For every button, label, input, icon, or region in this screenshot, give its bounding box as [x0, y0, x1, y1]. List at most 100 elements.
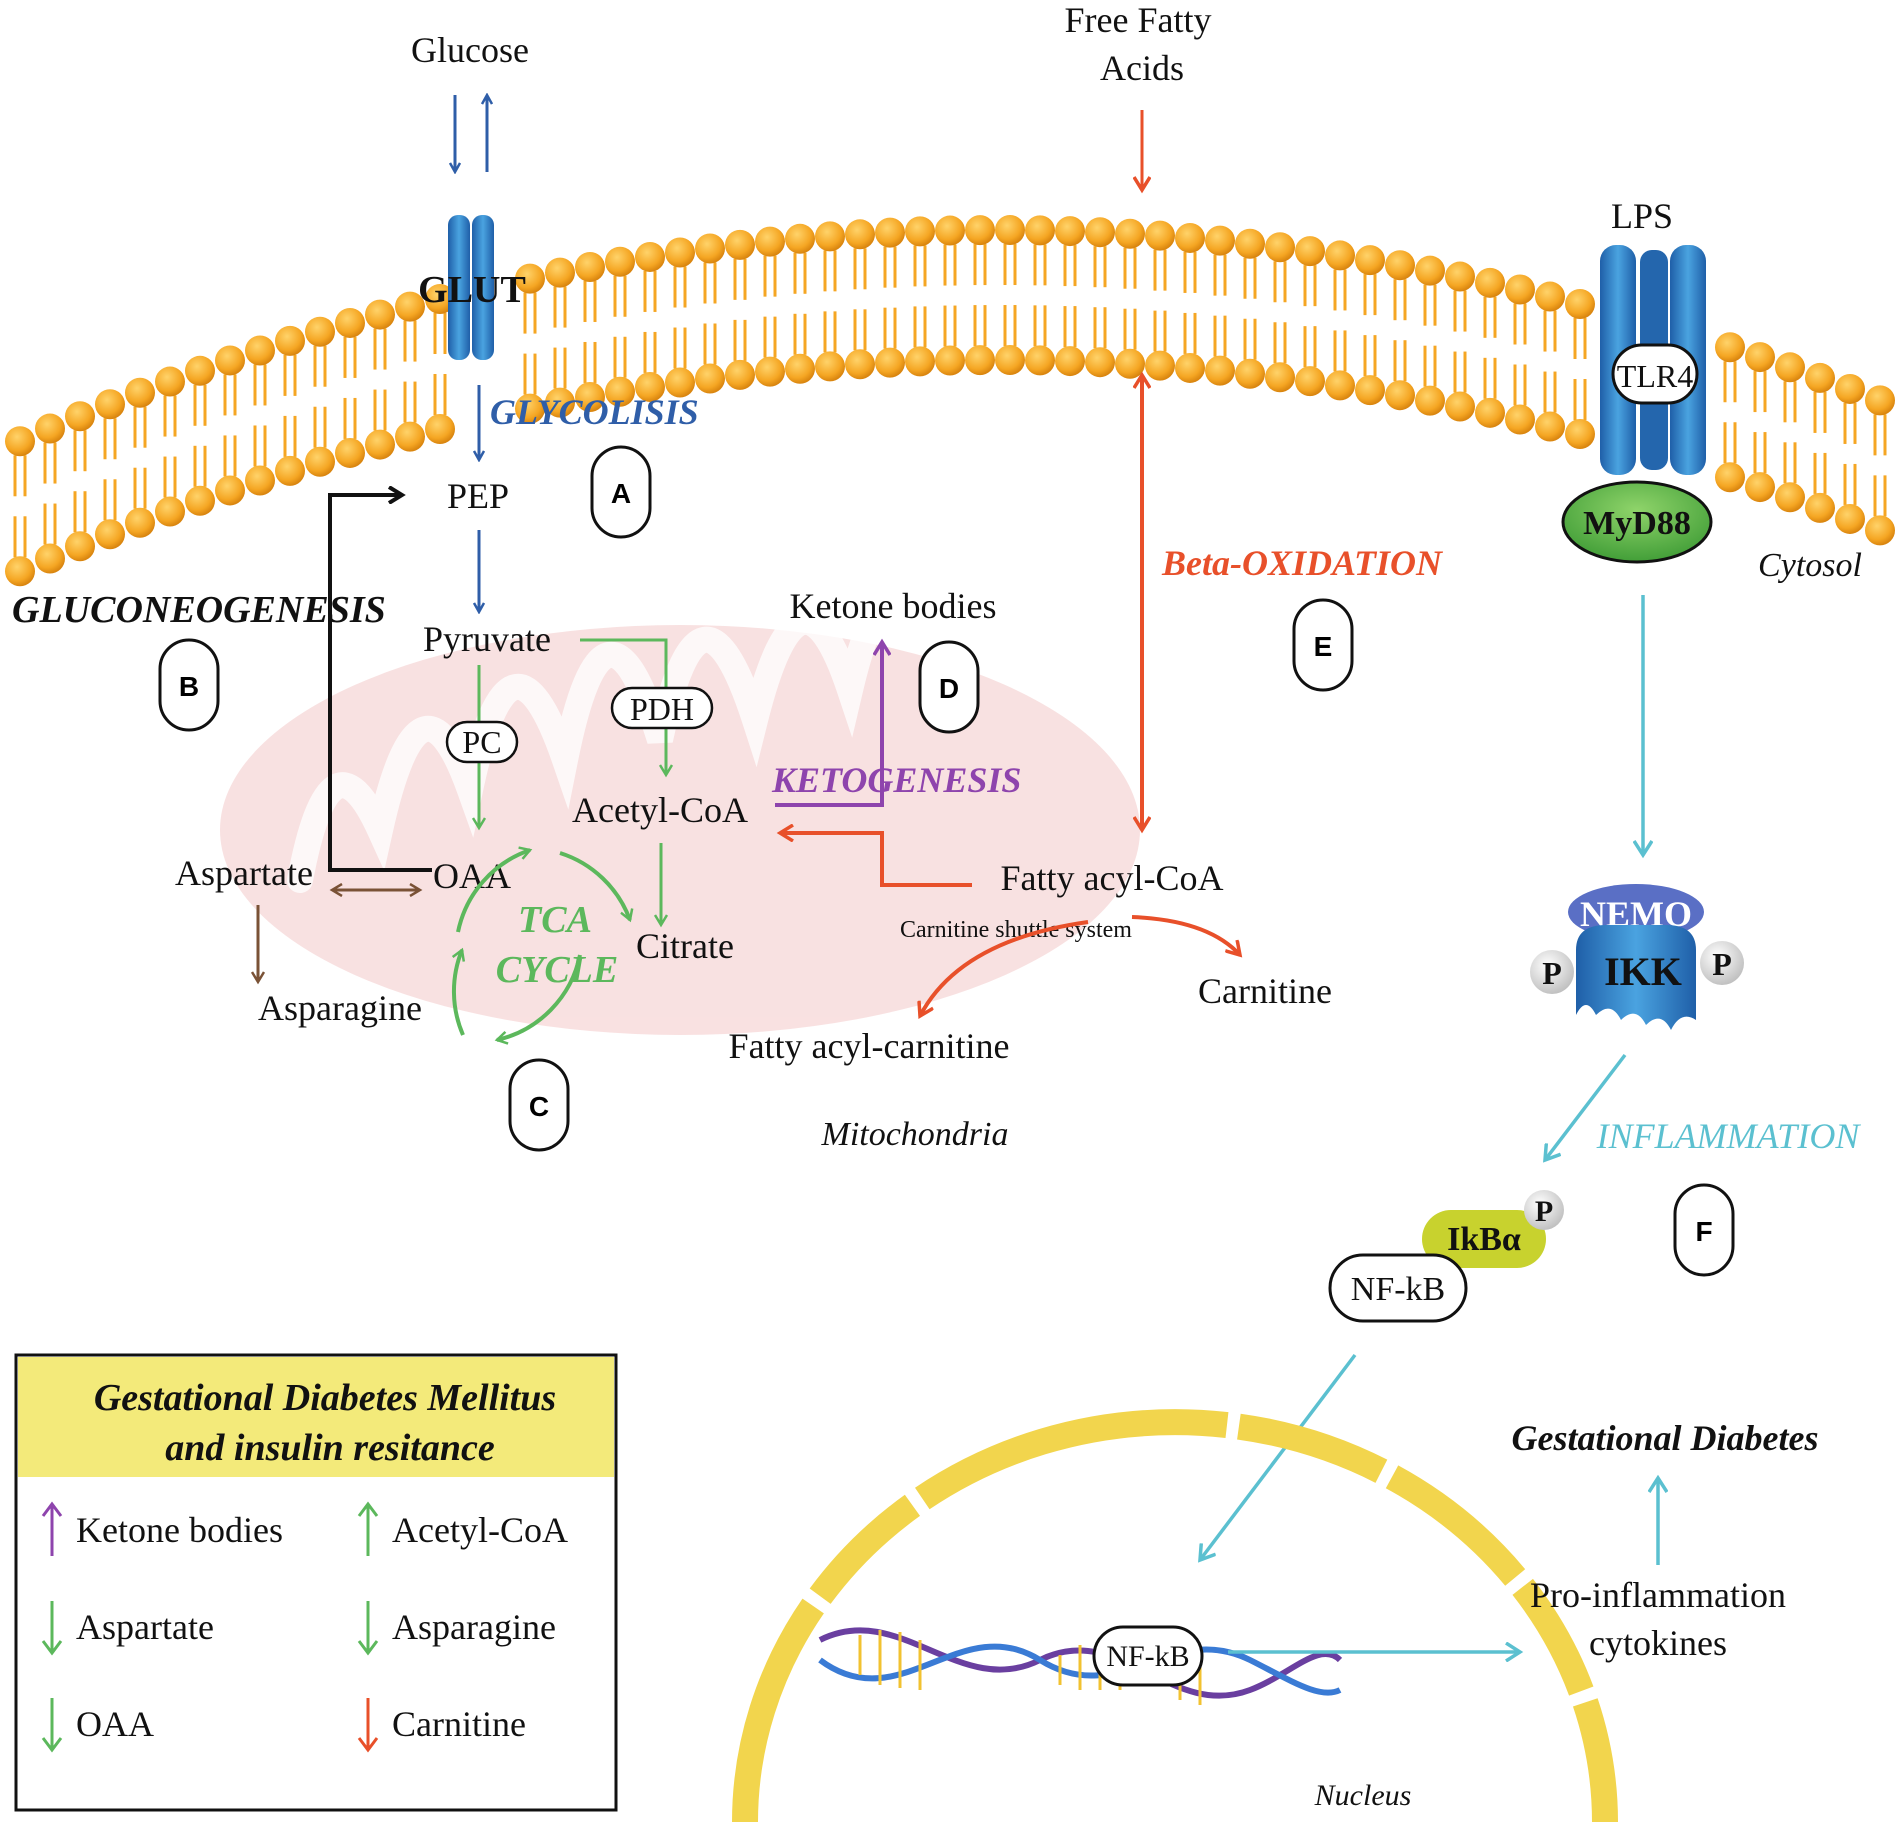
lipid-head — [845, 349, 875, 380]
lipid-head — [1505, 404, 1535, 435]
arrowhead-icon — [41, 1737, 63, 1753]
lipid-head — [635, 241, 665, 272]
lipid-head — [1055, 346, 1085, 377]
lipid-head — [65, 401, 95, 432]
legend-item: Asparagine — [357, 1601, 556, 1656]
lipid-head — [1805, 492, 1835, 523]
lipid-head — [245, 465, 275, 496]
lipid-head — [215, 345, 245, 376]
cytokines-label-line2: cytokines — [1589, 1623, 1727, 1663]
lipid-head — [185, 485, 215, 516]
lipid-head — [1325, 240, 1355, 271]
lipid-head — [425, 413, 455, 444]
nfkb-label: NF-kB — [1351, 1271, 1445, 1308]
cell-membrane — [5, 215, 1895, 587]
lipid-head — [395, 421, 425, 452]
legend-item-label: Carnitine — [392, 1704, 526, 1744]
gluconeogenesis-arrow — [328, 495, 432, 872]
gestational-diabetes-label: Gestational Diabetes — [1512, 1418, 1819, 1458]
svg-text:E: E — [1314, 631, 1333, 662]
glut-transporter: GLUT — [418, 215, 526, 360]
lipid-head — [245, 335, 275, 366]
panel-d: D — [918, 640, 980, 734]
lipid-head — [1295, 236, 1325, 267]
lipid-head — [335, 437, 365, 468]
lipid-head — [725, 229, 755, 260]
lipid-head — [695, 233, 725, 264]
legend-item: Aspartate — [41, 1601, 214, 1656]
lipid-head — [1535, 281, 1565, 312]
svg-text:C: C — [529, 1091, 549, 1122]
fatty-acyl-carnitine-label: Fatty acyl-carnitine — [729, 1026, 1010, 1066]
lipid-head — [1385, 380, 1415, 411]
lipid-head — [905, 216, 935, 247]
lipid-head — [1085, 217, 1115, 248]
arrowhead-icon — [357, 1501, 379, 1517]
lipid-head — [1385, 250, 1415, 281]
legend-item: Carnitine — [357, 1698, 526, 1753]
ikk-complex: NEMO IKK P P — [1530, 884, 1744, 1030]
lipid-head — [935, 345, 965, 376]
legend-box: Gestational Diabetes Mellitus and insuli… — [14, 1353, 618, 1812]
lipid-head — [65, 531, 95, 562]
lipid-head — [1025, 345, 1055, 376]
tca-label-line2: CYCLE — [496, 949, 618, 991]
lipid-head — [1745, 472, 1775, 503]
lipid-head — [155, 496, 185, 527]
lipid-head — [1145, 350, 1175, 381]
ikk-to-nfkb-arrow — [1545, 1053, 1627, 1160]
panel-f: F — [1673, 1183, 1735, 1277]
lipid-head — [1505, 274, 1535, 305]
svg-text:A: A — [611, 478, 631, 509]
lipid-head — [575, 381, 605, 412]
nfkb-complex: IkBα P NF-kB — [1328, 1190, 1564, 1323]
arrowhead-icon — [41, 1501, 63, 1517]
mitochondria-label: Mitochondria — [821, 1116, 1009, 1153]
lipid-head — [1205, 355, 1235, 386]
lipid-head — [1355, 375, 1385, 406]
lipid-head — [125, 377, 155, 408]
gluconeogenesis-label: GLUCONEOGENESIS — [12, 589, 386, 631]
lipid-head — [305, 316, 335, 347]
ffa-label-line2: Acids — [1100, 48, 1184, 88]
ikk-label: IKK — [1604, 949, 1682, 994]
arrowhead-icon — [357, 1737, 379, 1753]
lipid-head — [215, 475, 245, 506]
lipid-head — [1415, 385, 1445, 416]
nfkb-to-nucleus-arrow — [1200, 1353, 1357, 1560]
carnitine-label: Carnitine — [1198, 971, 1332, 1011]
lipid-head — [1205, 225, 1235, 256]
lipid-head — [1085, 347, 1115, 378]
pyruvate-label: Pyruvate — [423, 619, 551, 659]
lipid-head — [725, 359, 755, 390]
phospho-bubble-ikba — [1524, 1190, 1564, 1230]
lipid-head — [755, 226, 785, 257]
beta-oxidation-label: Beta-OXIDATION — [1161, 543, 1444, 583]
lipid-head — [1265, 362, 1295, 393]
cytokines-label-line1: Pro-inflammation — [1530, 1575, 1786, 1615]
lipid-head — [815, 221, 845, 252]
lipid-head — [1565, 419, 1595, 450]
legend-item-label: Ketone bodies — [76, 1510, 283, 1550]
mitochondria-shape — [220, 552, 1140, 1035]
lipid-head — [275, 455, 305, 486]
pdh-enzyme — [610, 686, 714, 730]
panel-e: E — [1292, 598, 1354, 692]
lipid-head — [935, 215, 965, 246]
ikba-label: IkBα — [1447, 1221, 1521, 1258]
pc-label: PC — [462, 724, 501, 760]
lipid-head — [605, 376, 635, 407]
lipid-head — [1115, 218, 1145, 249]
lipid-head — [1295, 366, 1325, 397]
lipid-head — [1445, 261, 1475, 292]
legend-item: Ketone bodies — [41, 1501, 283, 1556]
panel-c: C — [508, 1058, 570, 1152]
nucleus-nfkb-label: NF-kB — [1106, 1640, 1189, 1673]
lipid-head — [875, 217, 905, 248]
phospho-label-right: P — [1712, 946, 1732, 982]
lipid-head — [1865, 515, 1895, 546]
legend-item-label: Aspartate — [76, 1607, 214, 1647]
lipid-head — [1055, 216, 1085, 247]
nucleus-label: Nucleus — [1314, 1779, 1412, 1812]
